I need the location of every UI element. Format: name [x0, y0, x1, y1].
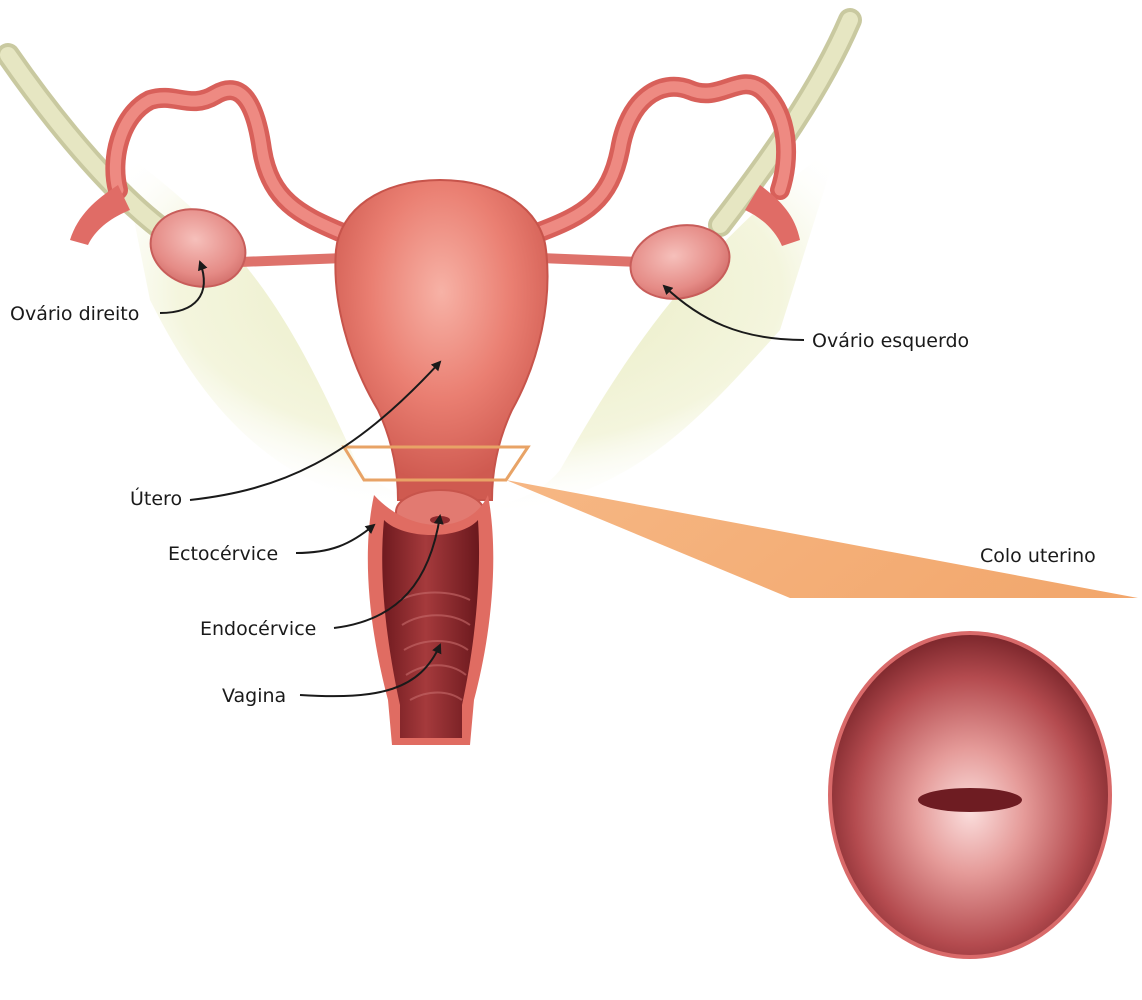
right-ovarian-ligament [240, 258, 345, 262]
label-ectocervix: Ectocérvice [168, 543, 278, 565]
label-endocervix: Endocérvice [200, 618, 316, 640]
label-left-ovary: Ovário esquerdo [812, 330, 969, 352]
cervical-os [918, 788, 1022, 812]
label-vagina: Vagina [222, 685, 286, 707]
label-uterus: Útero [130, 486, 182, 510]
ectocervix-leader [296, 525, 374, 553]
vagina [368, 495, 493, 745]
label-right-ovary: Ovário direito [10, 303, 139, 325]
uterus [335, 180, 547, 500]
label-cervix: Colo uterino [980, 545, 1096, 567]
left-ovarian-ligament [540, 258, 640, 262]
